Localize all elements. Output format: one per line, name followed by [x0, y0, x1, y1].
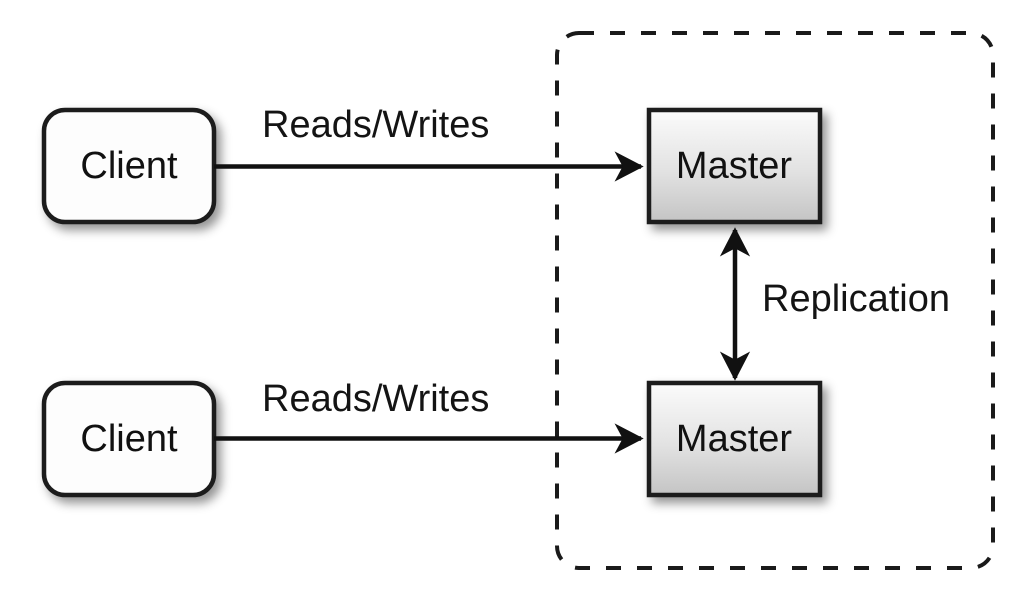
master-top-label: Master	[676, 145, 792, 187]
edge-label-replication: Replication	[762, 278, 950, 320]
client-top-label: Client	[80, 145, 178, 187]
node-client-top[interactable]: Client	[41, 107, 217, 225]
master-top-shape	[646, 107, 823, 225]
client-bottom-label: Client	[80, 418, 178, 460]
node-master-bottom[interactable]: Master	[646, 380, 823, 498]
node-master-top[interactable]: Master	[646, 107, 823, 225]
master-bottom-shape	[646, 380, 823, 498]
edge-label-reads-writes-top: Reads/Writes	[262, 104, 489, 146]
edge-label-reads-writes-bottom: Reads/Writes	[262, 378, 489, 420]
node-client-bottom[interactable]: Client	[41, 380, 217, 498]
replication-cluster-boundary	[555, 31, 995, 570]
master-bottom-label: Master	[676, 418, 792, 460]
